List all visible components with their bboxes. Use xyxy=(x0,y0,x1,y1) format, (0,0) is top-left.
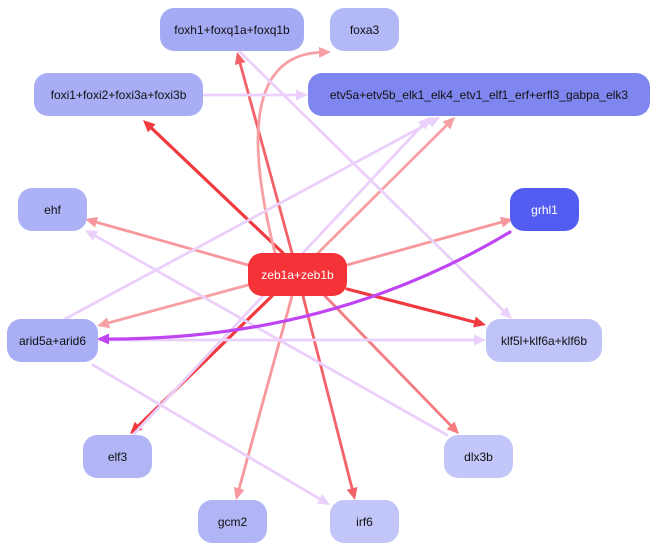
edge-zeb1a-to-ehf xyxy=(85,216,250,267)
node-label: grhl1 xyxy=(531,202,558,217)
arrowhead xyxy=(85,216,99,228)
edge-foxh1-to-klf5l xyxy=(238,50,512,319)
arrowhead xyxy=(316,494,330,505)
edge-zeb1a-to-dlx3b xyxy=(323,294,459,434)
arrowhead xyxy=(97,317,111,329)
arrowhead xyxy=(499,306,512,319)
arrowhead xyxy=(442,117,455,130)
arrowhead xyxy=(130,421,143,434)
node-label: foxa3 xyxy=(349,22,380,37)
node-gcm2[interactable]: gcm2 xyxy=(198,500,267,543)
node-label: gcm2 xyxy=(217,514,248,529)
arrowhead xyxy=(318,46,331,58)
node-klf5l[interactable]: klf5l+klf6a+klf6b xyxy=(486,319,602,362)
edge-arid5a-to-klf5l xyxy=(96,334,486,346)
arrowhead xyxy=(296,89,308,101)
node-elf3[interactable]: elf3 xyxy=(83,435,152,478)
node-dlx3b[interactable]: dlx3b xyxy=(444,435,513,478)
arrowhead xyxy=(346,487,358,500)
edge-zeb1a-to-gcm2 xyxy=(233,294,294,500)
edge-grhl1-to-arid5a xyxy=(97,230,512,345)
edge-zeb1a-to-etv5a xyxy=(316,117,455,255)
node-grhl1[interactable]: grhl1 xyxy=(510,188,579,231)
node-label: dlx3b xyxy=(464,449,493,464)
node-arid5a[interactable]: arid5a+arid6 xyxy=(7,319,98,362)
node-ehf[interactable]: ehf xyxy=(18,188,87,231)
arrowhead xyxy=(234,52,246,66)
arrowhead xyxy=(417,117,430,130)
edge-zeb1a-to-arid5a xyxy=(97,283,250,329)
edge-zeb1a-to-klf5l xyxy=(345,287,486,328)
arrowhead xyxy=(446,421,459,434)
node-label: elf3 xyxy=(107,449,128,464)
node-label: foxh1+foxq1a+foxq1b xyxy=(174,22,290,37)
edge-arid5a-to-etv5a xyxy=(63,117,440,321)
arrowhead xyxy=(474,334,486,346)
node-label: ehf xyxy=(44,202,61,217)
node-foxa3[interactable]: foxa3 xyxy=(330,8,399,51)
edge-zeb1a-to-grhl1 xyxy=(345,216,513,267)
edge-zeb1a-to-irf6 xyxy=(301,294,358,500)
arrowhead xyxy=(426,117,440,128)
edge-zeb1a-to-foxi1 xyxy=(143,120,285,255)
node-label: arid5a+arid6 xyxy=(18,333,87,348)
node-label: foxi1+foxi2+foxi3a+foxi3b xyxy=(50,87,187,102)
node-label: etv5a+etv5b_elk1_elk4_etv1_elf1_erf+erfl… xyxy=(329,87,629,102)
node-label: irf6 xyxy=(356,514,373,529)
edge-arid5a-to-irf6 xyxy=(91,363,330,505)
node-foxi1[interactable]: foxi1+foxi2+foxi3a+foxi3b xyxy=(34,73,203,116)
node-irf6[interactable]: irf6 xyxy=(330,500,399,543)
edge-zeb1a-to-foxa3 xyxy=(256,46,331,255)
arrowhead xyxy=(97,333,110,345)
arrowhead xyxy=(499,216,513,228)
node-label: klf5l+klf6a+klf6b xyxy=(500,333,588,348)
edge-zeb1a-to-elf3 xyxy=(130,294,274,434)
arrowhead xyxy=(143,120,156,133)
arrowhead xyxy=(233,486,245,500)
arrowhead xyxy=(473,316,486,328)
arrowhead xyxy=(85,230,99,241)
node-zeb1a[interactable]: zeb1a+zeb1b xyxy=(248,253,347,296)
edge-foxi1-to-etv5a xyxy=(201,89,308,101)
edge-dlx3b-to-ehf xyxy=(85,230,449,437)
node-etv5a[interactable]: etv5a+etv5b_elk1_elk4_etv1_elf1_erf+erfl… xyxy=(308,73,650,116)
node-foxh1[interactable]: foxh1+foxq1a+foxq1b xyxy=(160,8,304,51)
edge-zeb1a-to-foxh1 xyxy=(234,52,294,255)
node-label: zeb1a+zeb1b xyxy=(261,267,334,282)
